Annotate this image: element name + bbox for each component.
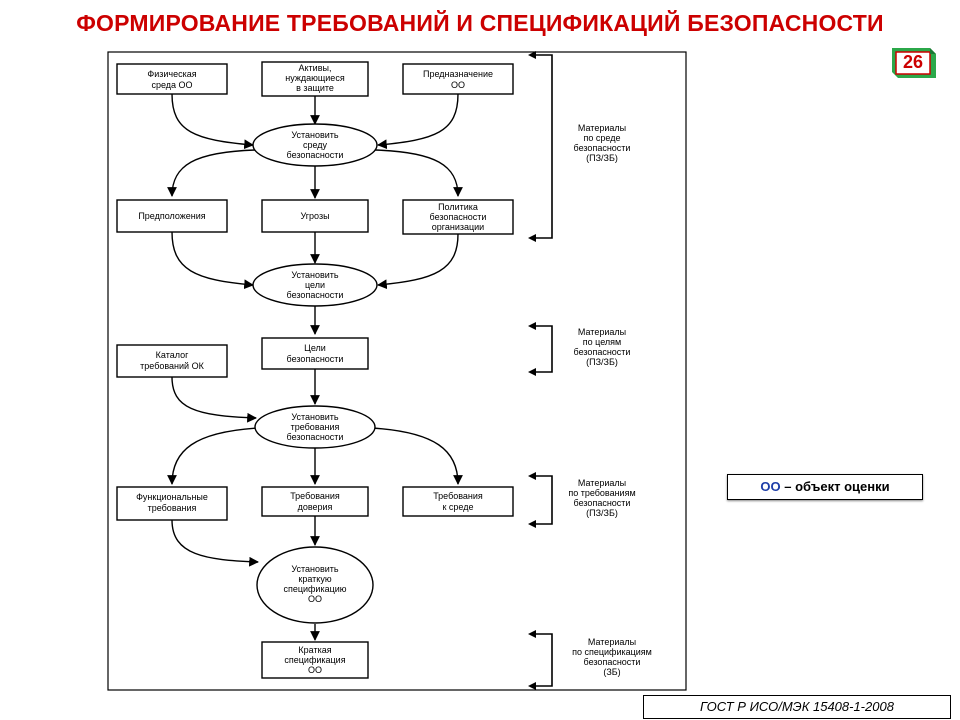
svg-text:Краткая: Краткая <box>298 645 331 655</box>
box-objectives: Цели безопасности <box>261 337 369 370</box>
svg-text:в защите: в защите <box>296 83 334 93</box>
svg-text:Угрозы: Угрозы <box>300 211 329 221</box>
svg-text:Установить: Установить <box>291 564 339 574</box>
svg-text:организации: организации <box>432 222 484 232</box>
svg-text:Материалы: Материалы <box>578 478 626 488</box>
svg-text:краткую: краткую <box>298 574 331 584</box>
svg-text:(ЗБ): (ЗБ) <box>603 667 620 677</box>
svg-text:Материалы: Материалы <box>578 123 626 133</box>
svg-text:по требованиям: по требованиям <box>568 488 635 498</box>
svg-text:по спецификациям: по спецификациям <box>572 647 652 657</box>
ellipse-set-goals: Установить цели безопасности <box>252 263 378 307</box>
svg-text:безопасности: безопасности <box>584 657 641 667</box>
materials-spec: Материалы по спецификациям безопасности … <box>572 637 652 677</box>
ellipse-set-req: Установить требования безопасности <box>254 405 376 449</box>
badge-shape-icon <box>892 48 936 78</box>
svg-text:(ПЗ/ЗБ): (ПЗ/ЗБ) <box>586 153 618 163</box>
svg-text:Установить: Установить <box>291 412 339 422</box>
connectors <box>167 93 463 641</box>
svg-text:Политика: Политика <box>438 202 478 212</box>
svg-text:Установить: Установить <box>291 270 339 280</box>
svg-text:Цели: Цели <box>304 343 326 353</box>
box-summary-spec: Краткая спецификация ОО <box>261 641 369 679</box>
box-env-req: Требования к среде <box>402 486 514 517</box>
svg-text:безопасности: безопасности <box>287 354 344 364</box>
box-catalog: Каталог требований ОК <box>116 344 228 378</box>
standard-reference: ГОСТ Р ИСО/МЭК 15408-1-2008 <box>643 695 951 719</box>
svg-text:среду: среду <box>303 140 328 150</box>
svg-text:ОО: ОО <box>451 80 465 90</box>
svg-text:безопасности: безопасности <box>430 212 487 222</box>
box-assumptions: Предположения <box>116 199 228 233</box>
legend-definition: – объект оценки <box>780 479 890 494</box>
materials-req: Материалы по требованиям безопасности (П… <box>568 478 635 518</box>
materials-env: Материалы по среде безопасности (ПЗ/ЗБ) <box>574 123 631 163</box>
svg-text:безопасности: безопасности <box>574 498 631 508</box>
box-purpose: Предназначение ОО <box>402 63 514 95</box>
svg-text:(ПЗ/ЗБ): (ПЗ/ЗБ) <box>586 357 618 367</box>
svg-text:Активы,: Активы, <box>299 63 332 73</box>
svg-text:среда ОО: среда ОО <box>151 80 192 90</box>
box-phys-env: Физическая среда ОО <box>116 63 228 95</box>
box-func-req: Функциональные требования <box>116 486 228 521</box>
svg-text:безопасности: безопасности <box>287 432 344 442</box>
svg-text:ОО: ОО <box>308 665 322 675</box>
svg-text:(ПЗ/ЗБ): (ПЗ/ЗБ) <box>586 508 618 518</box>
svg-text:Требования: Требования <box>290 491 340 501</box>
svg-text:Предназначение: Предназначение <box>423 69 493 79</box>
svg-text:по целям: по целям <box>583 337 621 347</box>
svg-text:требования: требования <box>148 503 197 513</box>
svg-text:требований ОК: требований ОК <box>140 361 204 371</box>
svg-text:безопасности: безопасности <box>574 347 631 357</box>
svg-text:спецификацию: спецификацию <box>283 584 346 594</box>
svg-text:безопасности: безопасности <box>287 290 344 300</box>
svg-text:нуждающиеся: нуждающиеся <box>285 73 345 83</box>
svg-text:требования: требования <box>291 422 340 432</box>
legend-abbr: ОО <box>760 479 781 494</box>
slide-number: 26 <box>902 52 924 72</box>
svg-text:Предположения: Предположения <box>138 211 205 221</box>
slide-number-badge: 26 <box>890 44 936 80</box>
svg-text:Установить: Установить <box>291 130 339 140</box>
svg-text:Каталог: Каталог <box>156 350 189 360</box>
page-title: ФОРМИРОВАНИЕ ТРЕБОВАНИЙ И СПЕЦИФИКАЦИЙ Б… <box>76 10 884 36</box>
svg-text:спецификация: спецификация <box>284 655 345 665</box>
svg-text:Материалы: Материалы <box>578 327 626 337</box>
svg-text:к среде: к среде <box>442 502 473 512</box>
box-policy: Политика безопасности организации <box>402 199 514 235</box>
svg-text:безопасности: безопасности <box>574 143 631 153</box>
materials-goals: Материалы по целям безопасности (ПЗ/ЗБ) <box>574 327 631 367</box>
svg-text:Физическая: Физическая <box>147 69 196 79</box>
legend-note: ОО – объект оценки <box>727 474 923 500</box>
bracket-arrowheads <box>528 51 536 690</box>
svg-text:ОО: ОО <box>308 594 322 604</box>
ellipse-set-spec: Установить краткую спецификацию ОО <box>256 546 374 624</box>
box-trust-req: Требования доверия <box>261 486 369 517</box>
svg-text:Материалы: Материалы <box>588 637 636 647</box>
svg-text:по среде: по среде <box>584 133 621 143</box>
material-brackets <box>530 54 553 687</box>
svg-text:безопасности: безопасности <box>287 150 344 160</box>
svg-text:цели: цели <box>305 280 325 290</box>
svg-text:доверия: доверия <box>298 502 333 512</box>
svg-text:Функциональные: Функциональные <box>136 492 208 502</box>
ellipse-set-env: Установить среду безопасности <box>252 123 378 167</box>
box-assets: Активы, нуждающиеся в защите <box>261 61 369 97</box>
diagram-frame <box>107 51 687 691</box>
box-threats: Угрозы <box>261 199 369 233</box>
svg-text:Требования: Требования <box>433 491 483 501</box>
